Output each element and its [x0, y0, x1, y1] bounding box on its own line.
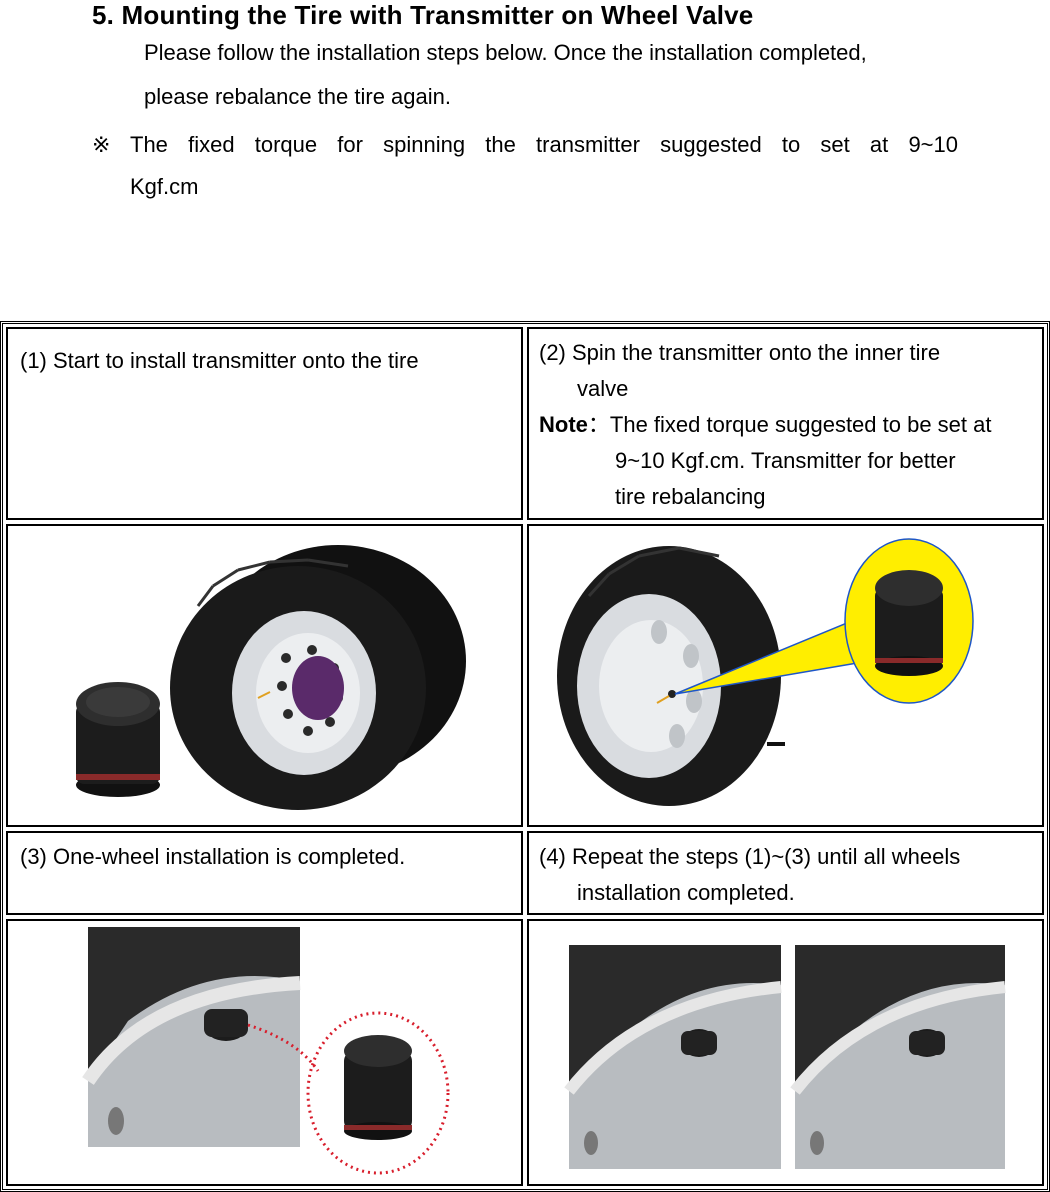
step-3-caption: (3) One-wheel installation is completed.: [20, 844, 406, 869]
note-text-1: The fixed torque suggested to be set at: [609, 412, 992, 437]
intro-line-2: please rebalance the tire again.: [144, 84, 451, 109]
step-2-caption-cell: (2) Spin the transmitter onto the inner …: [527, 327, 1044, 520]
step-2-note-line-1: Note：The fixed torque suggested to be se…: [539, 407, 1044, 443]
hub-cap: [292, 656, 344, 720]
step-2-note-line-2: 9~10 Kgf.cm. Transmitter for better: [615, 448, 956, 473]
tire-with-transmitter-image: [76, 545, 466, 810]
note-label: Note: [539, 412, 588, 437]
step-1-caption-cell: (1) Start to install transmitter onto th…: [6, 327, 523, 520]
wheel-photo-1: [564, 945, 782, 1169]
step-3-image-cell: [6, 919, 523, 1186]
transmitter-icon: [76, 682, 160, 797]
note-separator: ：: [587, 412, 610, 437]
tread-pattern: [587, 546, 720, 598]
torque-note-line-1: The fixed torque for spinning the transm…: [130, 132, 958, 157]
valve-dot: [668, 690, 676, 698]
dash-mark: [767, 742, 785, 746]
rim-inner-shape: [599, 620, 703, 752]
step-2-line-1: (2) Spin the transmitter onto the inner …: [539, 340, 941, 365]
step-2-note-line-3: tire rebalancing: [615, 484, 766, 509]
valve-stem: [656, 695, 670, 704]
rim-hole: [108, 1107, 124, 1135]
tire-section: [88, 927, 300, 1081]
step-4-caption: (4) Repeat the steps (1)~(3) until all w…: [539, 839, 1044, 911]
transmitter-installed-icon: [204, 1009, 248, 1041]
intro-line-1: Please follow the installation steps bel…: [144, 40, 867, 65]
step-1-caption: (1) Start to install transmitter onto th…: [20, 348, 419, 373]
reference-mark: ※: [92, 132, 111, 157]
completed-installation-image: [82, 927, 450, 1175]
step-4-caption-cell: (4) Repeat the steps (1)~(3) until all w…: [527, 831, 1044, 915]
wheel-photo-2: [790, 945, 1006, 1169]
step-4-image-cell: [527, 919, 1044, 1186]
section-title: 5. Mounting the Tire with Transmitter on…: [92, 0, 754, 30]
transmitter-icon: [875, 570, 943, 676]
step-2-caption: (2) Spin the transmitter onto the inner …: [539, 335, 1044, 515]
all-wheels-installation-image: [564, 945, 1006, 1169]
step-4-line-1: (4) Repeat the steps (1)~(3) until all w…: [539, 844, 961, 869]
step-3-caption-cell: (3) One-wheel installation is completed.: [6, 831, 523, 915]
valve-stem: [257, 691, 271, 699]
step-2-line-2: valve: [577, 376, 629, 401]
spin-transmitter-image: [557, 538, 974, 806]
table-border: [0, 321, 1050, 1192]
step-1-image-cell: [6, 524, 523, 827]
step-2-image-cell: [527, 524, 1044, 827]
tread-pattern: [196, 558, 349, 607]
dotted-callout: [306, 1011, 450, 1175]
step-4-line-2: installation completed.: [577, 880, 795, 905]
transmitter-icon: [344, 1035, 412, 1140]
rim-edge: [82, 976, 301, 1085]
installation-steps-table: (1) Start to install transmitter onto th…: [0, 321, 1050, 1192]
rim-holes: [651, 620, 702, 748]
torque-note-line-2: Kgf.cm: [130, 174, 199, 199]
